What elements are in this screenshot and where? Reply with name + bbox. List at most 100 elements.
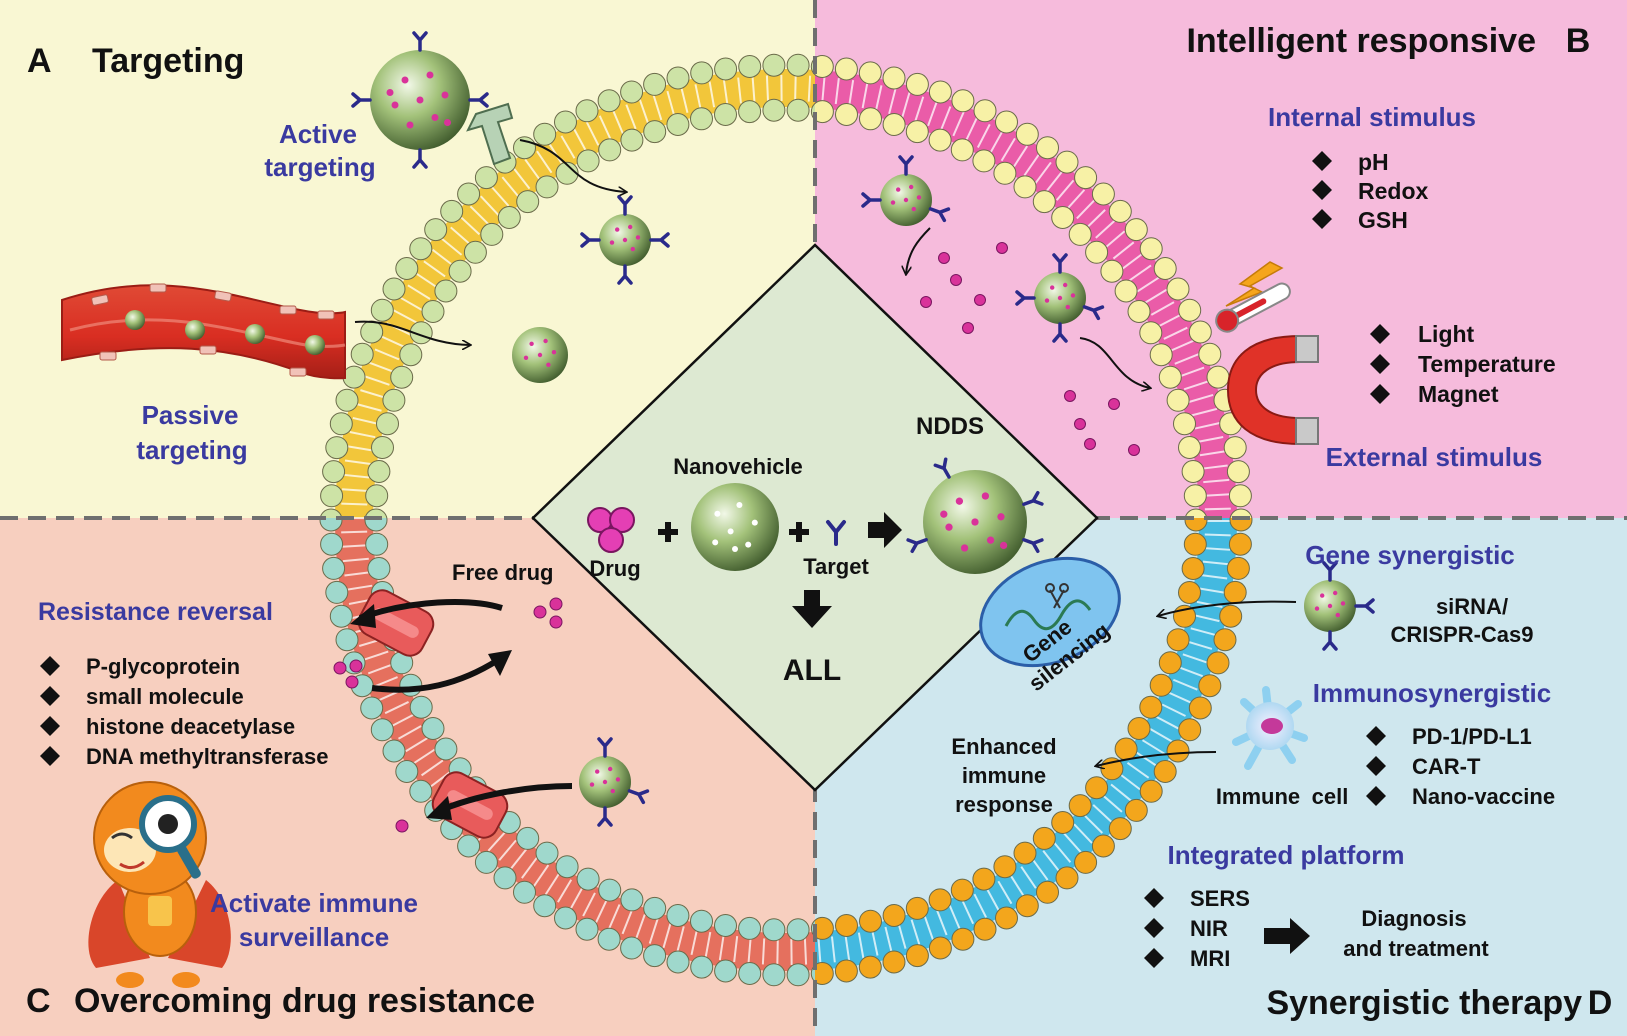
lipid-head [1032, 826, 1056, 850]
lipid-head [834, 959, 858, 983]
lipid-head [928, 936, 952, 960]
efflux-arrow [434, 783, 573, 815]
drug-dot [386, 89, 394, 96]
lipid-head [376, 412, 399, 436]
free-drug-label: Free drug [452, 560, 553, 585]
external-stimulus-list: Light Temperature Magnet [1370, 321, 1556, 407]
lipid-head [382, 388, 406, 412]
platform-list: SERS NIR MRI [1144, 886, 1250, 971]
drug-dot [628, 224, 633, 230]
ligand-icon [1354, 598, 1375, 614]
mascot-icon [88, 781, 231, 988]
lipid-head [690, 955, 714, 979]
lipid-head [598, 878, 622, 902]
lipid-head [457, 834, 481, 858]
plus-icon [789, 522, 809, 542]
free-drug-dot [549, 597, 563, 611]
lipid-head [360, 696, 384, 720]
lipid-head [1178, 581, 1201, 604]
nanovehicle-label: Nanovehicle [673, 454, 803, 479]
lipid-head [409, 237, 433, 261]
platform-item: MRI [1190, 946, 1230, 971]
down-arrow-icon [792, 590, 832, 628]
lipid-head [1226, 460, 1250, 484]
lipid-head [1183, 484, 1207, 508]
released-drug-dot [1108, 398, 1120, 410]
immuno-item: Nano-vaccine [1412, 784, 1555, 809]
lipid-head [1068, 222, 1092, 246]
vehicle-dot [732, 546, 738, 552]
platform-item: NIR [1190, 916, 1228, 941]
lipid-head [1206, 365, 1230, 389]
target-ligand-icon [826, 520, 846, 546]
lipid-head [329, 604, 353, 628]
bullet-icon [1144, 948, 1164, 968]
lipid-head [815, 55, 834, 78]
quadrant-b-title: Intelligent responsive [1186, 22, 1536, 60]
external-item: Temperature [1418, 351, 1556, 377]
lipid-head [620, 80, 644, 104]
external-item: Light [1418, 321, 1475, 347]
lipid-head [738, 100, 762, 124]
lipid-head [928, 888, 952, 912]
lipid-head [690, 107, 713, 131]
lipid-head [928, 128, 952, 152]
released-drug-dot [920, 296, 932, 308]
lipid-head [434, 737, 458, 761]
lipid-head [395, 257, 419, 280]
lipid-head [1228, 484, 1252, 508]
ligand-icon [412, 148, 428, 169]
free-drug-dot [333, 661, 347, 675]
lipid-head [598, 138, 622, 162]
lipid-head [905, 120, 929, 144]
plus-icon [658, 522, 678, 542]
lipid-head [1032, 190, 1056, 214]
influx-arrow [371, 657, 500, 693]
lipid-head [1183, 532, 1207, 556]
ligand-icon [580, 232, 601, 248]
lipid-head [1173, 412, 1196, 436]
lipid-head [1229, 518, 1253, 532]
free-drug-dot [349, 659, 363, 673]
released-drug-dot [938, 252, 950, 264]
magnet-icon [1226, 334, 1319, 446]
lipid-head [815, 962, 834, 985]
gene-agent-label-2: CRISPR-Cas9 [1390, 622, 1533, 647]
immuno-list: PD-1/PD-L1 CAR-T Nano-vaccine [1366, 724, 1555, 809]
lipid-head [1015, 122, 1039, 146]
lipid-head [1158, 365, 1182, 389]
drug-dot [426, 71, 434, 79]
lipid-head [533, 122, 557, 146]
lipid-head [371, 436, 394, 459]
lipid-head [905, 944, 929, 968]
passive-targeting-label-2: targeting [136, 435, 247, 465]
lipid-tail-band [335, 69, 815, 518]
lipid-head [1139, 779, 1163, 803]
free-drug-dot [533, 605, 547, 619]
lipid-head [620, 936, 644, 960]
lipid-head [973, 99, 997, 123]
ligand-icon [351, 92, 372, 108]
lipid-head [1068, 794, 1092, 818]
lipid-head [367, 557, 391, 580]
drug-dot [523, 355, 529, 360]
drug-dot [1044, 298, 1050, 303]
lipid-head [329, 412, 353, 436]
resistance-item: small molecule [86, 684, 244, 709]
drug-dot [945, 523, 953, 531]
efflux-arrowhead [350, 604, 376, 628]
lipid-head [320, 484, 344, 508]
lipid-head [786, 918, 810, 942]
quadrant-c-letter: C [26, 982, 51, 1020]
drug-dot [1320, 593, 1325, 598]
lipid-head [319, 508, 343, 518]
drug-dot [546, 362, 551, 367]
drug-dot [441, 91, 449, 99]
ligand-icon [649, 232, 670, 248]
diagnosis-label: Diagnosis [1361, 906, 1466, 931]
lipid-head [421, 717, 445, 740]
lipid-head [1013, 841, 1037, 865]
released-drug-dot [1084, 438, 1096, 450]
lipid-head [643, 896, 667, 920]
immuno-item: CAR-T [1412, 754, 1481, 779]
